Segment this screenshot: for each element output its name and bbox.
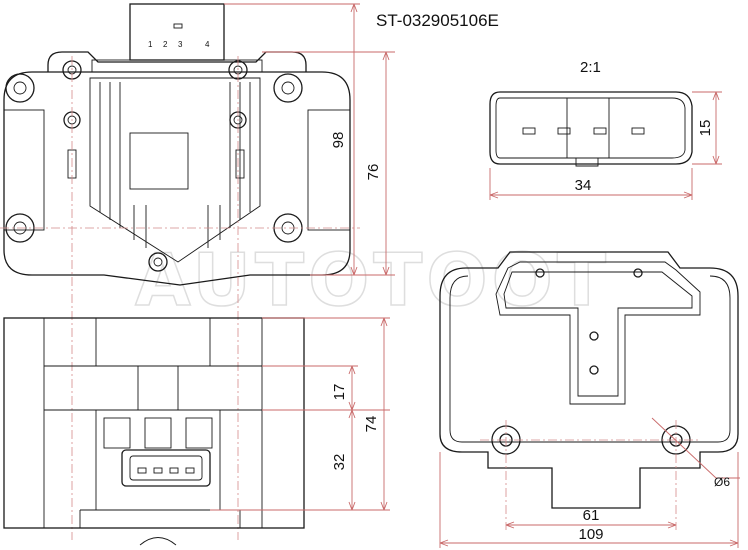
pin-label-4: 4 [205,40,210,49]
pin-label-3: 3 [178,40,183,49]
body-top-outline [47,51,307,72]
bottom-view-dimensions [439,417,740,548]
pin-label-1: 1 [148,40,153,49]
dim-bolt-spacing: 61 [583,507,600,524]
body-outline [3,71,351,286]
dim-connector-height: 15 [697,120,714,137]
fin-area [89,77,261,263]
connector-detail [489,91,693,167]
center-block [129,132,189,190]
dim-height-body: 76 [365,164,382,181]
side-view-dimensions [210,317,390,511]
connector-dimensions [489,91,722,200]
scale-label: 2:1 [580,59,601,76]
part-number: ST-032905106E [376,11,499,30]
connector-latch [173,23,183,29]
watermark: AUTOTOOT [135,238,610,322]
dim-side-lower: 32 [331,454,348,471]
cooling-fins [99,82,251,248]
dim-height-total: 98 [330,132,347,149]
dim-side-upper: 17 [331,384,348,401]
dim-hole-diameter: Ø6 [714,475,730,489]
dim-base-width: 109 [578,526,603,543]
side-view [3,317,305,546]
resistor-right [235,149,245,179]
left-flange [3,109,45,231]
dim-connector-width: 34 [575,177,592,194]
dim-side-total: 74 [363,416,380,433]
bottom-view [439,251,739,530]
top-view: 1 2 3 4 [0,3,360,540]
top-connector [129,3,225,61]
top-view-dimensions [224,3,395,276]
right-flange [307,109,351,231]
pin-label-2: 2 [163,40,168,49]
